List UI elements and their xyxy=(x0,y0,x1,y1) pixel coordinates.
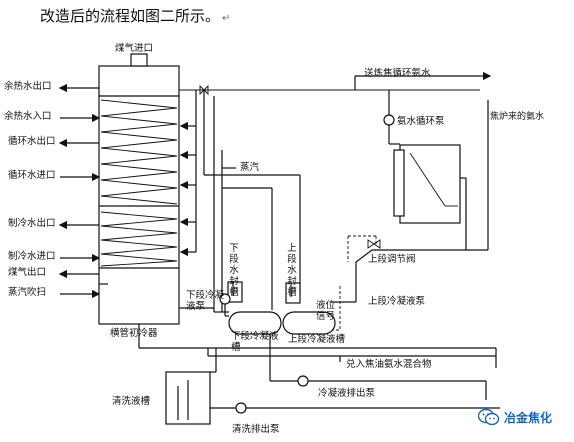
label-to-coking-ammonia: 送炼焦循环氨水 xyxy=(364,68,431,79)
label-circ-water-inlet: 循环水进口 xyxy=(8,170,56,181)
label-primary-cooler: 横管初冷器 xyxy=(110,328,158,339)
regulating-valve-signal-loop xyxy=(325,235,377,331)
lower-coil-bundle xyxy=(100,211,178,267)
label-level-signal: 液位信号 xyxy=(316,300,336,322)
label-chilled-water-inlet: 制冷水进口 xyxy=(8,251,56,262)
label-waste-heat-water-outlet: 余热水出口 xyxy=(4,81,52,92)
label-to-tar-ammonia-mix: 兑入焦油氨水混合物 xyxy=(346,359,432,370)
lower-condensate-tank xyxy=(228,311,282,335)
label-wash-liquid-tank: 清洗液槽 xyxy=(112,396,151,407)
label-condensate-discharge-pump: 冷凝液排出泵 xyxy=(318,388,376,399)
label-upper-regulating-valve: 上段调节阀 xyxy=(368,254,416,265)
wash-discharge-pump xyxy=(235,402,247,414)
wechat-watermark: 冶金焦化 xyxy=(478,408,552,426)
watermark-text: 冶金焦化 xyxy=(504,410,553,425)
label-coke-oven-ammonia: 焦炉来的氨水 xyxy=(490,112,545,122)
upper-regulating-valve xyxy=(367,239,381,249)
return-mark: ↵ xyxy=(222,13,231,24)
upper-seal-tank xyxy=(285,282,301,304)
header-valve xyxy=(199,84,209,96)
label-ammonia-circ-pump: 氨水循环泵 xyxy=(397,116,445,127)
label-upper-seal-tank: 上段水封槽 xyxy=(287,243,297,298)
label-steam-purge: 蒸汽吹扫 xyxy=(8,287,47,298)
label-wash-discharge-pump: 清洗排出泵 xyxy=(232,424,280,435)
ammonia-circ-pump xyxy=(383,114,395,126)
label-steam: 蒸汽 xyxy=(240,162,260,173)
label-upper-condensate-tank: 上段冷凝液槽 xyxy=(288,334,346,345)
gas-inlet-nozzle xyxy=(130,53,148,67)
label-lower-condensate-tank: 下段冷凝液槽 xyxy=(231,331,279,353)
label-upper-condensate-pump: 上段冷凝液泵 xyxy=(368,296,426,307)
label-gas-outlet: 煤气出口 xyxy=(8,267,47,278)
caption: 改造后的流程如图二所示。↵ xyxy=(40,6,230,29)
condensate-discharge-pump xyxy=(297,375,309,387)
label-lower-seal-tank: 下段水封槽 xyxy=(229,243,239,298)
lower-seal-tank xyxy=(227,281,243,303)
upper-condensate-tank xyxy=(282,311,336,335)
label-chilled-water-outlet: 制冷水出口 xyxy=(8,218,56,229)
label-gas-inlet: 煤气进口 xyxy=(115,43,154,54)
upper-coil-bundle xyxy=(100,99,178,205)
wechat-icon xyxy=(478,408,500,426)
caption-text: 改造后的流程如图二所示。 xyxy=(40,7,221,25)
label-circ-water-outlet: 循环水出口 xyxy=(8,136,56,147)
label-waste-heat-water-inlet: 余热水入口 xyxy=(4,111,52,122)
label-lower-condensate-pump: 下段冷凝液泵 xyxy=(186,290,225,312)
